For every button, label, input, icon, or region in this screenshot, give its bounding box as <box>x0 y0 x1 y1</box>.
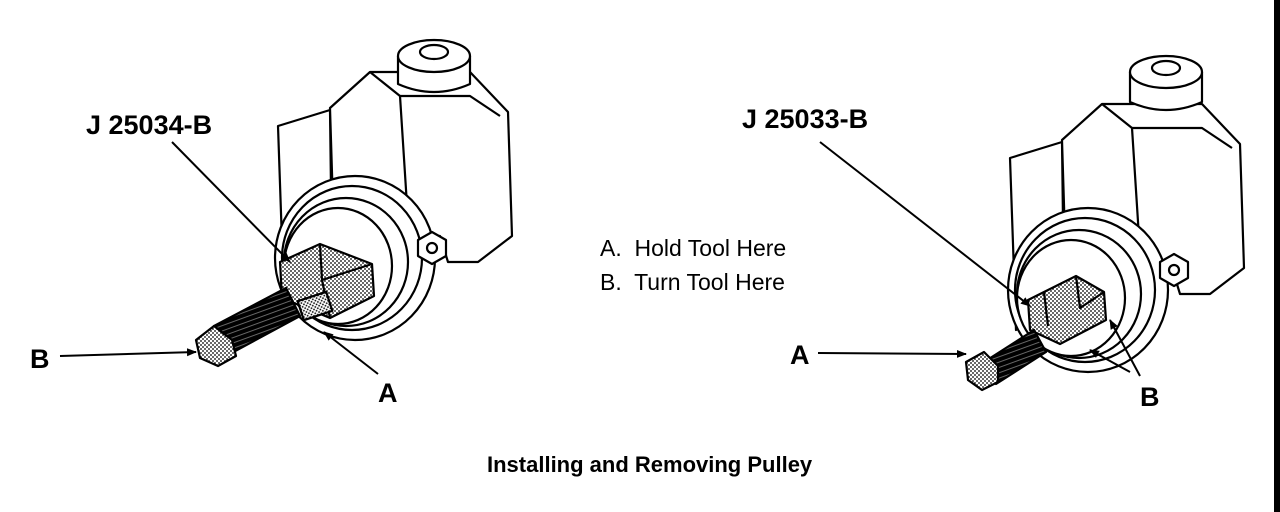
right-point-b-label: B <box>1140 382 1160 412</box>
left-tool-leader <box>171 141 291 263</box>
left-hex-drive <box>194 324 238 368</box>
right-pump-assembly <box>964 54 1246 392</box>
left-b-leader <box>59 348 197 357</box>
left-point-b-label: B <box>30 344 50 374</box>
legend-line-b: B. Turn Tool Here <box>600 269 785 295</box>
left-point-a-label: A <box>378 378 398 408</box>
right-a-leader <box>817 349 967 358</box>
left-tool-label: J 25034-B <box>86 110 212 140</box>
right-tool-leader <box>819 141 1031 307</box>
page-edge-rule <box>1274 0 1280 512</box>
right-installer-tool <box>1026 274 1108 346</box>
figure-caption: Installing and Removing Pulley <box>487 452 813 477</box>
right-b-leader-1 <box>1089 349 1131 373</box>
left-a-leader <box>323 331 379 375</box>
right-filler-cap <box>1128 54 1204 112</box>
left-puller-tool <box>278 242 376 322</box>
right-b-leader-2 <box>1109 319 1141 377</box>
right-point-a-label: A <box>790 340 810 370</box>
right-hex-drive <box>964 350 1000 392</box>
right-tool-label: J 25033-B <box>742 104 868 134</box>
right-hex-bolt <box>1158 252 1190 288</box>
left-hex-bolt <box>416 230 448 266</box>
left-pump-assembly <box>194 38 514 368</box>
left-filler-cap <box>396 38 472 94</box>
legend-line-a: A. Hold Tool Here <box>600 235 786 261</box>
